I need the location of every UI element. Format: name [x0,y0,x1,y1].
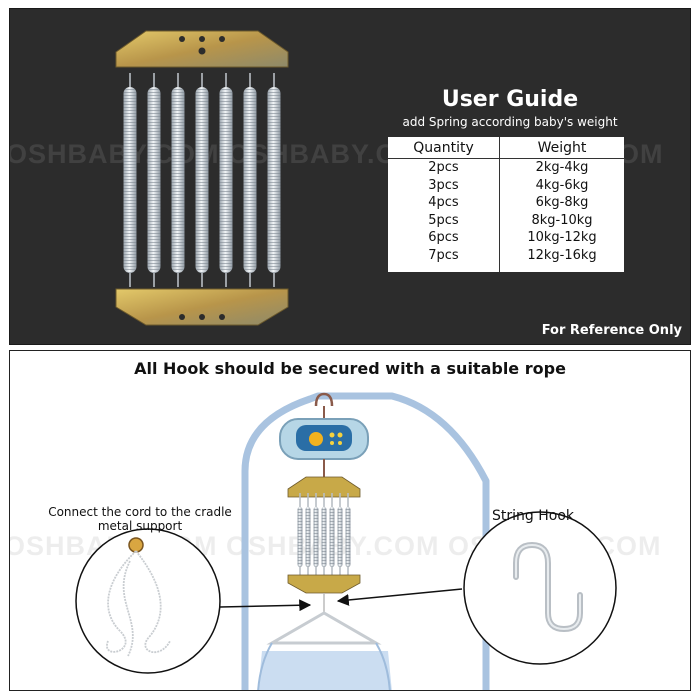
spring [243,73,257,287]
spring [337,493,343,581]
hanger [266,611,382,645]
spring [267,73,281,287]
spring-set-image [115,30,289,326]
spring-weight-table: Quantity 2pcs 3pcs 4pcs 5pcs 6pcs 7pcs W… [388,137,624,272]
cradle-frame [241,392,490,690]
reference-only-note: For Reference Only [541,323,682,338]
spring [329,493,335,581]
string-hook-label: String Hook [492,508,574,524]
weight-column: Weight 2kg-4kg 4kg-6kg 6kg-8kg 8kg-10kg … [500,137,624,272]
hook-detail-circle [463,511,617,665]
weight-cell: 10kg-12kg [527,230,597,245]
quantity-column: Quantity 2pcs 3pcs 4pcs 5pcs 6pcs 7pcs [388,137,500,272]
weight-header: Weight [500,137,624,159]
connect-cord-label: Connect the cord to the cradle metal sup… [48,505,232,533]
spring [297,493,303,581]
weight-cell: 12kg-16kg [527,247,597,263]
quantity-cell: 7pcs [428,247,459,263]
spring [219,73,233,287]
user-guide-title: User Guide [441,87,579,112]
quantity-cell: 3pcs [428,177,459,193]
quantity-cell: 4pcs [428,195,459,210]
spring [171,73,185,287]
spring [321,493,327,581]
quantity-header: Quantity [388,137,499,159]
cradle-cloth [258,651,392,690]
installation-title: All Hook should be secured with a suitab… [134,359,566,378]
quantity-cell: 6pcs [428,230,459,245]
quantity-cell: 2pcs [428,160,459,175]
cradle-installation-image [75,392,617,690]
weight-cell: 8kg-10kg [531,212,593,228]
spring [305,493,311,581]
user-guide-subtitle: add Spring according baby's weight [402,115,618,129]
spring [123,73,137,287]
arrow-left [219,599,312,612]
weight-cell: 4kg-6kg [535,177,589,193]
spring [147,73,161,287]
quantity-cell: 5pcs [428,212,459,228]
installation-panel: OSHBABY.COM OSHBABY.COM OSHBABY.COM [9,350,691,691]
spring [313,493,319,581]
spring [345,493,351,581]
top-ring [314,392,334,407]
spring [195,73,209,287]
cord-detail-circle [75,528,221,674]
arrow-right [336,588,463,606]
weight-cell: 6kg-8kg [535,195,589,210]
weight-cell: 2kg-4kg [535,160,589,175]
bottom-plate [115,288,289,326]
cord [106,550,171,657]
user-guide-panel: OSHBABY.COM OSHBABY.COM OSHBABY.COM [9,8,691,345]
